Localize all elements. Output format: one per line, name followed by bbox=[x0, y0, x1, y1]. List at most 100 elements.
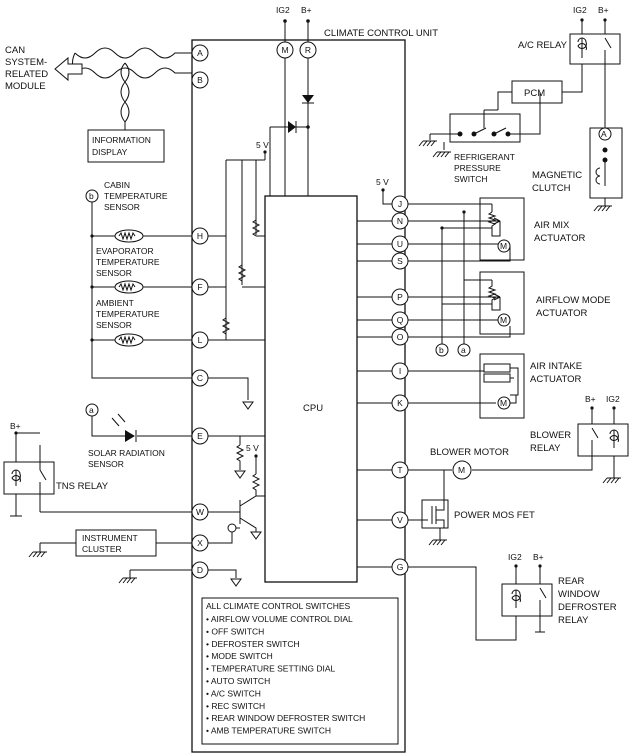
pin-q: Q bbox=[391, 311, 409, 329]
ref-b-right: b bbox=[439, 345, 444, 355]
blower-motor-icon: M bbox=[458, 465, 465, 475]
airflow-motor-icon: M bbox=[500, 315, 507, 325]
magnetic-clutch-label-2: CLUTCH bbox=[532, 183, 571, 194]
pin-r: R bbox=[299, 41, 317, 59]
svg-text:G: G bbox=[397, 562, 404, 572]
svg-text:I: I bbox=[399, 366, 401, 376]
pin-b: B bbox=[191, 71, 209, 89]
svg-text:L: L bbox=[198, 335, 203, 345]
svg-text:O: O bbox=[397, 332, 404, 342]
switch-item: • MODE SWITCH bbox=[206, 651, 273, 661]
svg-text:J: J bbox=[398, 199, 402, 209]
svg-text:E: E bbox=[197, 431, 203, 441]
rear-defroster-label-4: RELAY bbox=[558, 615, 589, 626]
instrument-cluster-line-1: INSTRUMENT bbox=[82, 533, 138, 543]
pin-j: J bbox=[391, 195, 409, 213]
magnetic-clutch-label-1: MAGNETIC bbox=[532, 170, 582, 181]
switch-item: • AIRFLOW VOLUME CONTROL DIAL bbox=[206, 614, 353, 624]
cpu-label: CPU bbox=[303, 403, 323, 414]
blower-relay-label-2: RELAY bbox=[530, 443, 561, 454]
solar-diode-icon bbox=[125, 430, 135, 442]
cabin-thermistor-icon bbox=[114, 229, 144, 243]
ref-a-left: a bbox=[89, 405, 94, 415]
svg-text:W: W bbox=[196, 507, 204, 517]
can-module-line-3: RELATED bbox=[5, 69, 48, 80]
blower-relay-label-1: BLOWER bbox=[530, 430, 571, 441]
rear-defroster-label-3: DEFROSTER bbox=[558, 602, 617, 613]
air-mix-label-1: AIR MIX bbox=[534, 220, 570, 231]
svg-text:Q: Q bbox=[397, 315, 404, 325]
pin-d: D bbox=[191, 561, 209, 579]
ac-relay-box bbox=[569, 33, 621, 65]
pin-g: G bbox=[391, 558, 409, 576]
evaporator-sensor-line-2: TEMPERATURE bbox=[96, 257, 160, 267]
ambient-thermistor-icon bbox=[114, 333, 144, 347]
solar-sensor-line-2: SENSOR bbox=[88, 459, 124, 469]
refrigerant-line-3: SWITCH bbox=[454, 174, 488, 184]
evaporator-thermistor-icon bbox=[114, 280, 144, 294]
evaporator-sensor-line-1: EVAPORATOR bbox=[96, 246, 154, 256]
pin-f: F bbox=[191, 278, 209, 296]
svg-text:C: C bbox=[197, 373, 203, 383]
power-mos-fet-label: POWER MOS FET bbox=[454, 510, 535, 521]
svg-text:K: K bbox=[397, 398, 403, 408]
pin-s: S bbox=[391, 252, 409, 270]
svg-text:T: T bbox=[397, 465, 402, 475]
svg-text:V: V bbox=[397, 515, 403, 525]
pin-t: T bbox=[391, 461, 409, 479]
svg-text:B: B bbox=[197, 75, 203, 85]
ambient-sensor-line-3: SENSOR bbox=[96, 320, 132, 330]
pin-c: C bbox=[191, 369, 209, 387]
info-display-line-2: DISPLAY bbox=[92, 147, 128, 157]
svg-text:F: F bbox=[197, 282, 202, 292]
switches-title: ALL CLIMATE CONTROL SWITCHES bbox=[206, 601, 351, 611]
svg-text:P: P bbox=[397, 292, 403, 302]
blower-ig2-label: IG2 bbox=[606, 394, 620, 404]
unit-title: CLIMATE CONTROL UNIT bbox=[324, 28, 438, 39]
can-module-line-2: SYSTEM- bbox=[5, 57, 47, 68]
ac-ig2-label: IG2 bbox=[573, 5, 587, 15]
svg-text:R: R bbox=[305, 45, 311, 55]
five-v-label-right: 5 V bbox=[376, 177, 389, 187]
svg-text:X: X bbox=[197, 538, 203, 548]
switch-item: • REC SWITCH bbox=[206, 701, 265, 711]
rear-ig2-label: IG2 bbox=[508, 552, 522, 562]
pin-k: K bbox=[391, 394, 409, 412]
tns-relay-label: TNS RELAY bbox=[56, 481, 109, 492]
cabin-sensor-line-1: CABIN bbox=[104, 180, 130, 190]
pin-m: M bbox=[276, 41, 294, 59]
airflow-mode-label-2: ACTUATOR bbox=[536, 308, 588, 319]
five-v-label-w: 5 V bbox=[246, 443, 259, 453]
pin-i: I bbox=[391, 362, 409, 380]
pin-l: L bbox=[191, 331, 209, 349]
tns-bplus-label: B+ bbox=[10, 421, 21, 431]
instrument-cluster-line-2: CLUSTER bbox=[82, 544, 122, 554]
rear-defroster-label-2: WINDOW bbox=[558, 589, 600, 600]
ac-bplus-label: B+ bbox=[598, 5, 609, 15]
info-display-line-1: INFORMATION bbox=[92, 135, 151, 145]
pin-a: A bbox=[191, 44, 209, 62]
air-mix-motor-icon: M bbox=[500, 241, 507, 251]
blower-motor-label: BLOWER MOTOR bbox=[430, 447, 509, 458]
clutch-pin-a: A bbox=[601, 129, 607, 139]
svg-text:H: H bbox=[197, 231, 203, 241]
switch-item: • AMB TEMPERATURE SWITCH bbox=[206, 726, 331, 736]
bplus-label: B+ bbox=[301, 5, 312, 15]
air-intake-label-2: ACTUATOR bbox=[530, 374, 582, 385]
instrument-cluster-box bbox=[75, 529, 157, 557]
svg-text:A: A bbox=[197, 48, 203, 58]
cabin-sensor-line-3: SENSOR bbox=[104, 202, 140, 212]
pin-n: N bbox=[391, 212, 409, 230]
svg-text:M: M bbox=[281, 45, 288, 55]
pin-u: U bbox=[391, 235, 409, 253]
ig2-label: IG2 bbox=[276, 5, 290, 15]
pin-e: E bbox=[191, 427, 209, 445]
ambient-sensor-line-1: AMBIENT bbox=[96, 298, 134, 308]
refrigerant-line-2: PRESSURE bbox=[454, 163, 501, 173]
blower-bplus-label: B+ bbox=[585, 394, 596, 404]
climate-switches-box bbox=[201, 597, 399, 745]
switch-list: • AIRFLOW VOLUME CONTROL DIAL• OFF SWITC… bbox=[206, 614, 365, 736]
refrigerant-line-1: REFRIGERANT bbox=[454, 152, 515, 162]
